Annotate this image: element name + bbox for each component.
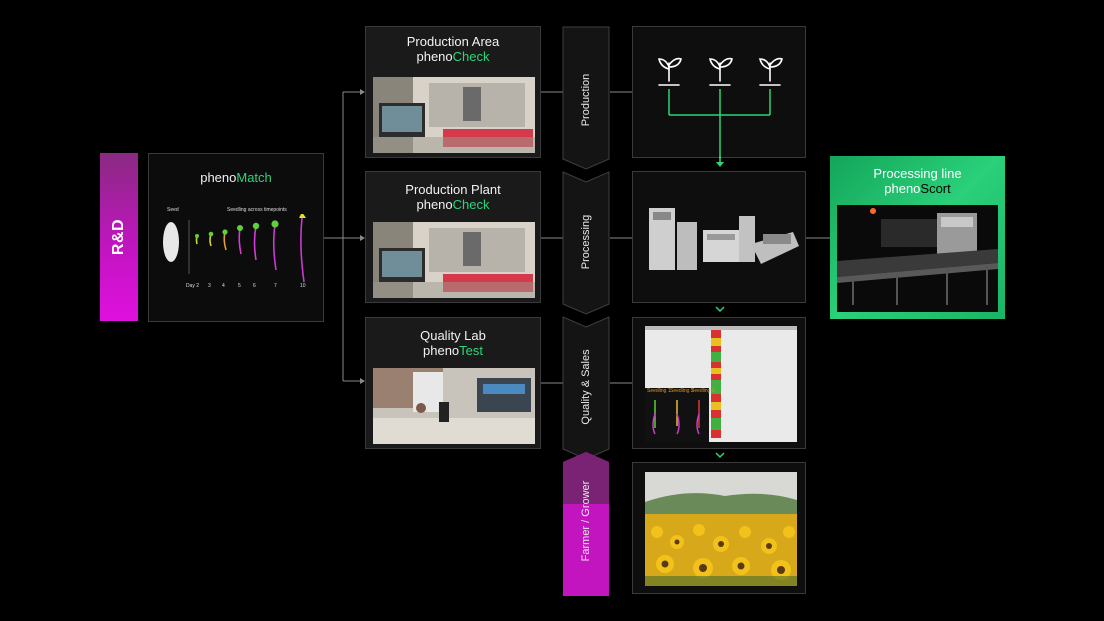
plant-icon <box>657 57 682 86</box>
stage-chevron-column <box>562 26 610 596</box>
seedling-label-1: Seedling 1 <box>647 388 671 394</box>
plant-icon <box>758 57 783 86</box>
production-plant-photo <box>373 222 535 298</box>
farmer-field-card <box>632 462 806 594</box>
day-label-7: 7 <box>274 283 277 289</box>
production-area-photo <box>373 77 535 153</box>
processing-line-card: Processing line phenoScort <box>830 156 1005 319</box>
arrow-down-icon <box>716 156 724 167</box>
phenomatch-title: phenoMatch <box>200 170 272 185</box>
chevron-down-icon <box>715 452 725 459</box>
production-plant-card: Production Plant phenoCheck <box>365 171 541 303</box>
stage-label-production: Production <box>580 73 592 127</box>
data-table-illustration <box>645 326 797 442</box>
day-label-4: 4 <box>222 283 225 289</box>
processing-machines-card <box>632 171 806 303</box>
processing-machines-illustration <box>649 208 799 270</box>
plant-icon <box>708 57 733 86</box>
production-area-card: Production Area phenoCheck <box>365 26 541 158</box>
production-plant-title: Production Plant phenoCheck <box>405 182 501 212</box>
sunflower-field-photo <box>645 472 797 586</box>
chevron-quality-sales <box>562 316 610 460</box>
day-label-10: 10 <box>300 283 306 289</box>
quality-lab-title: Quality Lab phenoTest <box>420 328 486 358</box>
stage-label-farmer-grower: Farmer / Grower <box>580 480 592 562</box>
timepoints-label: Seedling across timepoints <box>227 207 287 213</box>
stage-label-quality-sales: Quality & Sales <box>580 349 592 425</box>
phenomatch-card: phenoMatch Seed Seedling across timepoin… <box>148 153 324 322</box>
seedling-label-3: Seedling 3 <box>691 388 715 394</box>
day-label-2: Day 2 <box>186 283 200 289</box>
seedling-label-2: Seedling 2 <box>670 388 694 394</box>
day-label-3: 3 <box>208 283 211 289</box>
day-label-5: 5 <box>238 283 241 289</box>
stage-label-processing: Processing <box>580 214 592 270</box>
production-plants-card <box>632 26 806 159</box>
plant-tree-diagram <box>657 57 783 159</box>
processing-line-title: Processing line phenoScort <box>873 166 962 196</box>
rd-label: R&D <box>110 218 127 256</box>
seedling-growth-illustration <box>163 214 306 283</box>
day-label-6: 6 <box>253 283 256 289</box>
quality-data-card: Seedling 1 Seedling 2 Seedling 3 <box>632 317 806 449</box>
chevron-processing <box>562 171 610 315</box>
rd-stage-bar: R&D <box>100 153 138 321</box>
chevron-production <box>562 26 610 170</box>
chevron-down-icon <box>715 306 725 313</box>
quality-lab-card: Quality Lab phenoTest <box>365 317 541 449</box>
seed-label: Seed <box>167 207 179 213</box>
production-area-title: Production Area phenoCheck <box>406 34 500 64</box>
processing-line-photo <box>837 205 998 312</box>
quality-lab-photo <box>373 368 535 444</box>
